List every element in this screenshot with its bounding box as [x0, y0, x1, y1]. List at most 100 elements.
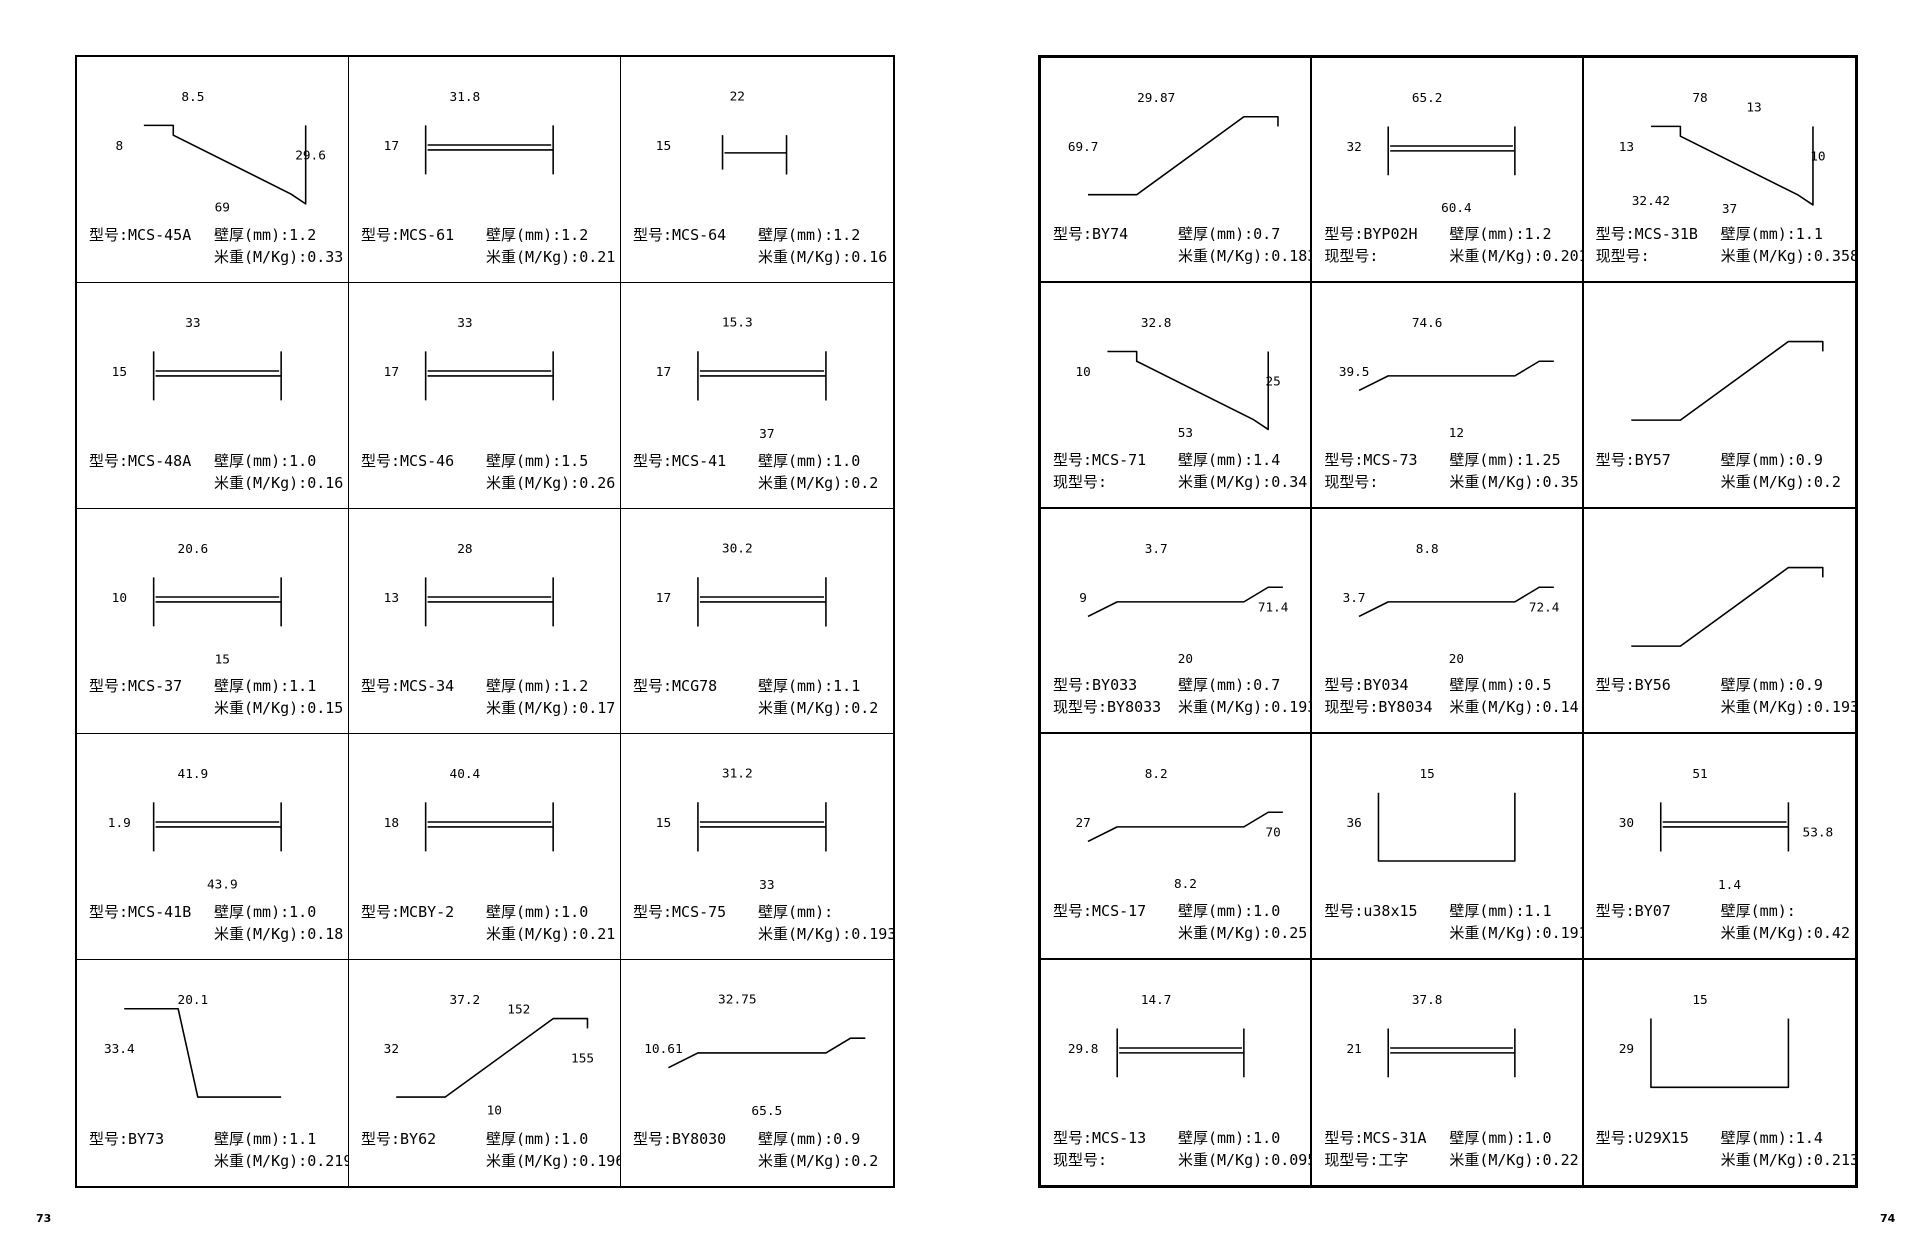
alt-model-number: 现型号:工字	[1324, 1150, 1409, 1169]
page-number-left: 73	[36, 1212, 52, 1225]
dimension-label: 69.7	[1068, 139, 1098, 154]
wall-thickness: 壁厚(mm):1.2	[486, 677, 589, 696]
dimension-label: 29.8	[1068, 1040, 1098, 1055]
dimension-label: 15	[112, 365, 127, 380]
model-number: 型号:MCS-34	[361, 677, 455, 696]
wall-thickness: 壁厚(mm):	[1720, 901, 1796, 920]
dimension-label: 28	[457, 541, 472, 556]
dimension-label: 33.4	[104, 1042, 135, 1057]
dimension-label: 65.5	[751, 1104, 782, 1119]
meter-weight: 米重(M/Kg):0.42	[1720, 923, 1850, 942]
dimension-label: 53.8	[1802, 826, 1833, 841]
alt-model-number	[1596, 1149, 1721, 1171]
dimension-label: 10	[487, 1104, 502, 1119]
wall-thickness: 壁厚(mm):1.0	[486, 1130, 589, 1148]
wall-thickness: 壁厚(mm):1.0	[486, 903, 589, 922]
model-number: 型号:MCS-71	[1053, 450, 1147, 469]
dimension-label: 155	[571, 1052, 594, 1067]
alt-model-number	[633, 923, 758, 945]
dimension-label: 18	[384, 816, 399, 831]
wall-thickness: 壁厚(mm):0.5	[1449, 676, 1552, 695]
model-number: 型号:MCS-48A	[89, 451, 192, 470]
wall-thickness: 壁厚(mm):1.1	[758, 677, 861, 696]
model-number: 型号:MCS-31B	[1595, 225, 1698, 244]
alt-model-number	[361, 246, 486, 268]
alt-model-number	[633, 697, 758, 719]
model-number: 型号:MCS-41B	[89, 903, 192, 922]
alt-model-number: 现型号:	[1053, 1150, 1108, 1169]
dimension-label: 8.5	[181, 90, 204, 105]
profile-outline	[1630, 566, 1824, 647]
dimension-label: 36	[1347, 815, 1362, 830]
dimension-label: 41.9	[178, 767, 209, 782]
meter-weight: 米重(M/Kg):0.358	[1720, 247, 1855, 266]
dimension-label: 39.5	[1339, 364, 1369, 379]
profile-outline: 31.817	[384, 90, 554, 175]
meter-weight: 米重(M/Kg):0.14	[1449, 698, 1579, 717]
dimension-label: 10	[1075, 364, 1090, 379]
dimension-label: 33	[185, 316, 200, 331]
meter-weight: 米重(M/Kg):0.183	[1178, 247, 1313, 266]
meter-weight: 米重(M/Kg):0.16	[758, 247, 888, 266]
model-number: 型号:MCS-17	[1053, 901, 1147, 920]
dimension-label: 3.7	[1343, 590, 1366, 605]
model-number: 型号:u38x15	[1324, 901, 1418, 920]
wall-thickness: 壁厚(mm):1.0	[214, 451, 317, 470]
dimension-label: 10.61	[644, 1042, 683, 1057]
profile-outline: 30.217	[656, 541, 827, 627]
alt-model-number	[89, 1150, 214, 1172]
dimension-label: 29	[1618, 1042, 1633, 1057]
meter-weight: 米重(M/Kg):0.25	[1178, 923, 1308, 942]
dimension-label: 33	[457, 316, 472, 331]
model-number: 型号:MCS-41	[633, 451, 727, 470]
meter-weight: 米重(M/Kg):0.2	[758, 699, 879, 718]
model-number: 型号:BY034	[1324, 676, 1409, 695]
dimension-label: 15	[1420, 766, 1435, 781]
dimension-label: 1.9	[108, 816, 131, 831]
model-number: 型号:BY07	[1595, 901, 1671, 920]
alt-model-number	[633, 246, 758, 268]
meter-weight: 米重(M/Kg):0.15	[214, 699, 344, 718]
alt-model-number	[89, 697, 214, 719]
dimension-label: 32.42	[1631, 194, 1669, 209]
